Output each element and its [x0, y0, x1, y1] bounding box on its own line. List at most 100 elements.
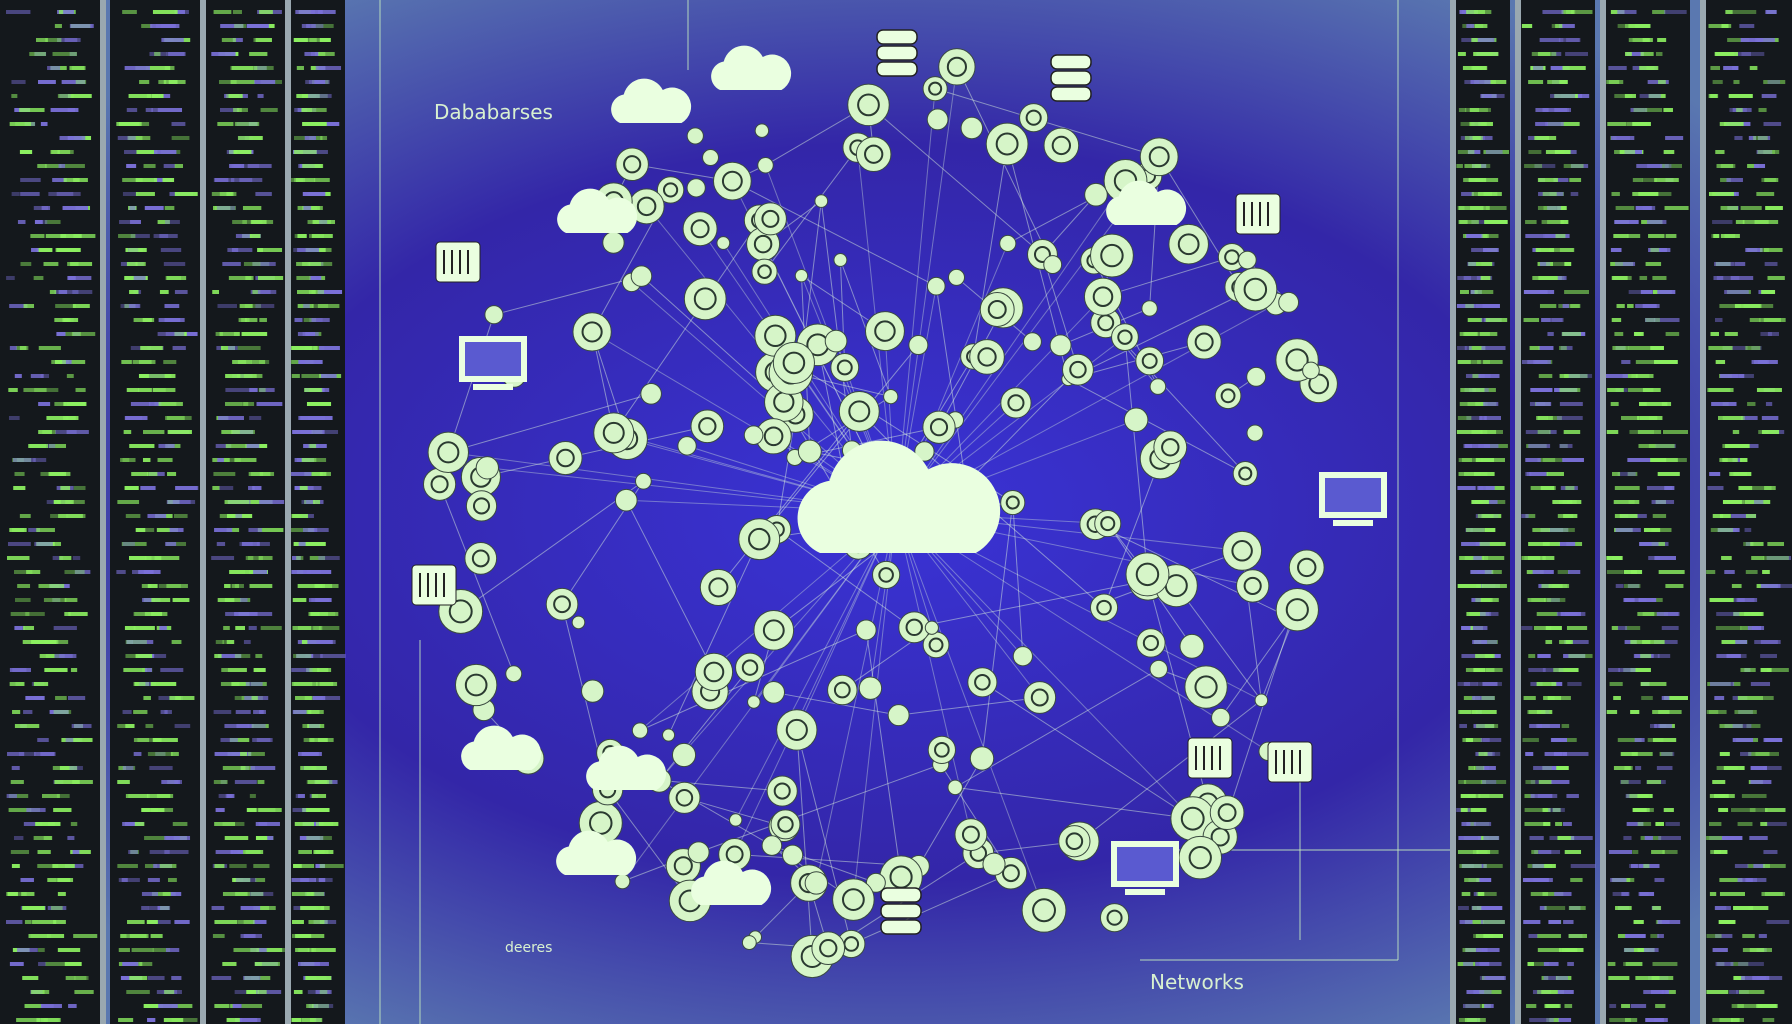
circle-node-icon	[1232, 460, 1258, 487]
circle-node-icon	[1012, 646, 1033, 667]
circle-node-icon	[668, 781, 701, 814]
database-icon	[1050, 54, 1092, 102]
cloud-icon	[797, 440, 1001, 553]
circle-node-icon	[914, 441, 935, 462]
circle-node-icon	[1094, 510, 1122, 538]
circle-node-icon	[1246, 424, 1264, 442]
circle-node-icon	[548, 440, 583, 476]
connection-line	[982, 681, 1193, 820]
circle-node-icon	[855, 136, 892, 173]
circle-node-icon	[615, 147, 649, 182]
circle-node-icon	[1089, 593, 1119, 622]
connection-line	[1103, 458, 1161, 608]
circle-node-icon	[602, 231, 625, 254]
connection-line	[698, 764, 941, 853]
circle-node-icon	[1184, 665, 1228, 709]
circle-node-icon	[847, 83, 890, 127]
circle-node-icon	[947, 268, 965, 286]
connection-line	[1175, 585, 1262, 701]
connection-line	[1220, 618, 1293, 718]
monitor-icon	[1111, 841, 1179, 895]
connection-line	[956, 66, 1054, 265]
cloud-icon	[556, 830, 637, 875]
circle-node-icon	[427, 431, 469, 474]
circle-node-icon	[686, 178, 706, 198]
circle-node-icon	[1214, 382, 1242, 410]
circle-node-icon	[753, 609, 795, 651]
circle-node-icon	[635, 472, 652, 490]
cloud-icon	[711, 45, 792, 90]
circle-node-icon	[631, 722, 649, 739]
connection-line	[668, 538, 760, 736]
circle-node-icon	[922, 76, 948, 102]
databases-label: Dababarses	[434, 100, 553, 124]
circle-node-icon	[1153, 430, 1188, 465]
circle-node-icon	[687, 841, 710, 864]
connection-line	[981, 502, 1014, 759]
monitor-icon	[459, 336, 527, 390]
circle-node-icon	[1062, 353, 1094, 386]
server-rack	[110, 0, 200, 1024]
server-rack	[0, 0, 100, 1024]
database-icon	[876, 29, 918, 77]
connection-line	[895, 180, 1126, 513]
circle-node-icon	[1246, 366, 1267, 387]
circle-node-icon	[1275, 588, 1319, 632]
circle-node-icon	[751, 258, 778, 285]
circle-node-icon	[864, 311, 905, 352]
circle-node-icon	[1288, 549, 1325, 586]
circle-node-icon	[770, 809, 801, 840]
monitor-icon	[1319, 472, 1387, 526]
circle-node-icon	[960, 116, 984, 140]
circle-node-icon	[1149, 378, 1167, 395]
circle-node-icon	[1058, 825, 1091, 858]
circle-node-icon	[505, 665, 523, 683]
circle-node-icon	[454, 663, 498, 707]
circle-node-icon	[716, 236, 731, 250]
circle-node-icon	[1023, 681, 1057, 714]
circle-node-icon	[735, 652, 765, 683]
circle-node-icon	[855, 619, 877, 641]
circle-node-icon	[1084, 182, 1108, 207]
circle-node-icon	[926, 108, 949, 131]
circle-node-icon	[656, 176, 685, 204]
circle-node-icon	[794, 269, 809, 283]
circle-node-icon	[1043, 255, 1063, 275]
circle-node-icon	[814, 194, 829, 208]
circle-node-icon	[776, 709, 818, 751]
connection-line	[1067, 378, 1246, 474]
circle-node-icon	[1168, 223, 1209, 265]
circle-node-icon	[640, 382, 662, 405]
connection-line	[734, 511, 897, 855]
circle-node-icon	[1135, 346, 1165, 376]
circle-node-icon	[922, 410, 956, 444]
cloud-icon	[557, 188, 638, 233]
connection-line	[965, 378, 1069, 485]
connection-line	[758, 344, 919, 540]
circle-node-icon	[702, 149, 720, 167]
deeres-label: deeres	[505, 940, 553, 956]
connection-line	[613, 220, 761, 434]
circle-node-icon	[827, 674, 858, 706]
circle-node-icon	[1179, 633, 1205, 659]
circle-node-icon	[938, 48, 976, 86]
server-rack	[1600, 0, 1690, 1024]
circle-node-icon	[761, 835, 783, 856]
circle-node-icon	[614, 488, 638, 512]
connection-line	[659, 779, 783, 792]
connection-line	[1068, 290, 1249, 380]
circle-node-icon	[1209, 795, 1245, 830]
circle-node-icon	[484, 305, 504, 325]
connection-line	[448, 393, 652, 453]
connection-line	[895, 511, 1194, 819]
circle-node-icon	[954, 818, 988, 852]
circle-node-icon	[1083, 277, 1123, 316]
circle-node-icon	[999, 234, 1017, 253]
connection-line	[796, 729, 813, 957]
circle-node-icon	[686, 127, 704, 145]
circle-node-icon	[738, 518, 781, 561]
circle-node-icon	[766, 775, 798, 807]
connection-line	[493, 275, 642, 316]
server-icon	[1235, 193, 1281, 235]
circle-node-icon	[1254, 693, 1269, 708]
